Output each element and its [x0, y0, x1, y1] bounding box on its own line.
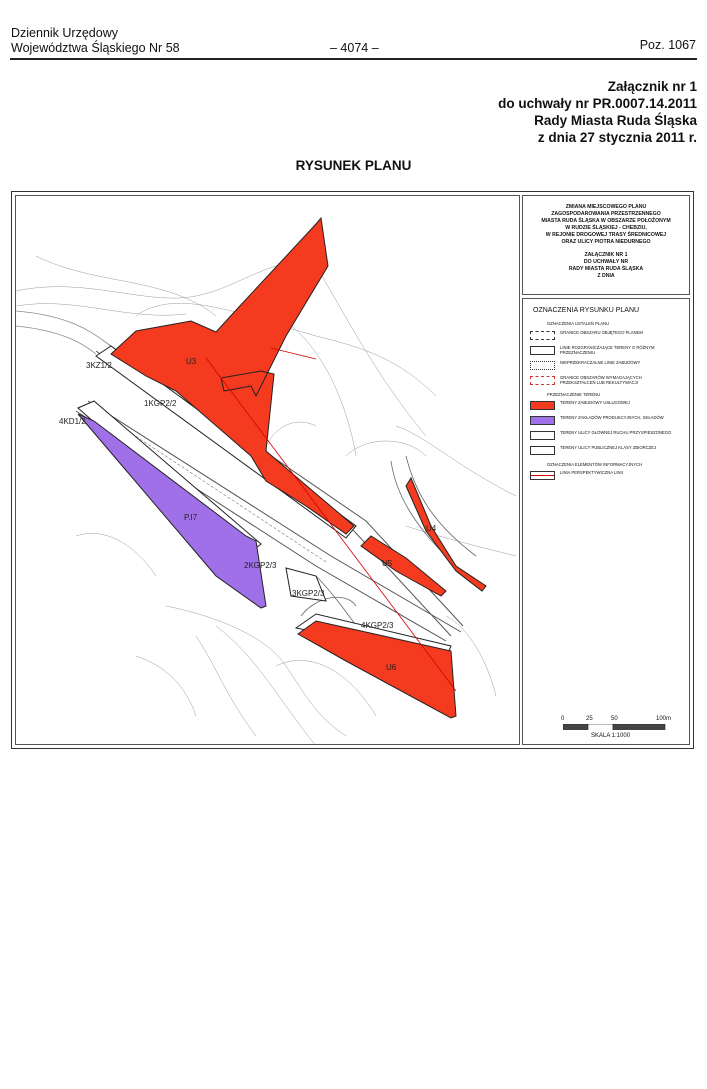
- annex-line-3: Rady Miasta Ruda Śląska: [534, 113, 697, 128]
- zone-u4: [405, 476, 487, 592]
- label-3kz1-2: 3KZ1/2: [86, 361, 112, 370]
- legend-item: GRANICE OBSZARÓW WYMAGAJĄCYCH PRZEKSZTAŁ…: [530, 375, 680, 387]
- page-number: – 4074 –: [330, 41, 379, 55]
- plan-title-line-6: ORAZ ULICY PIOTRA NIEDURNEGO: [561, 239, 651, 245]
- plan-title-line-2: ZAGOSPODAROWANIA PRZESTRZENNEGO: [551, 211, 661, 217]
- annex-block: Załącznik nr 1 do uchwały nr PR.0007.14.…: [498, 78, 697, 146]
- background-linework: [16, 255, 517, 744]
- label-4kgp2-3: 4KGP2/3: [361, 621, 394, 630]
- perspective-line-2: [270, 347, 317, 360]
- plan-side-panel: ZMIANA MIEJSCOWEGO PLANU ZAGOSPODAROWANI…: [522, 195, 690, 745]
- plan-title-line-4: W RUDZIE ŚLĄSKIEJ - CHEBZIU,: [565, 225, 647, 231]
- legend-label: LINIA PERSPEKTYWICZNA LINII: [560, 470, 623, 475]
- label-u4: U4: [426, 524, 437, 533]
- legend-label: LINIE ROZGRANICZAJĄCE TERENY O RÓŻNYM PR…: [560, 345, 655, 355]
- plan-title-line-5: W REJONIE DROGOWEJ TRASY ŚREDNICOWEJ: [545, 232, 667, 238]
- document-title: RYSUNEK PLANU: [295, 158, 412, 173]
- legend-title: OZNACZENIA RYSUNKU PLANU: [533, 307, 640, 314]
- perspective-line: [205, 357, 457, 692]
- legend-label: GRANICE OBSZARU OBJĘTEGO PLANEM: [560, 330, 643, 335]
- label-u5: U5: [382, 559, 393, 568]
- publication-line-1: Dziennik Urzędowy: [11, 26, 118, 40]
- legend-item: TERENY ULICY PUBLICZNEJ KLASY ZBIORCZEJ: [530, 445, 680, 457]
- legend-swatch-service: [530, 401, 555, 410]
- legend-label: TERENY ULICY PUBLICZNEJ KLASY ZBIORCZEJ: [560, 445, 657, 450]
- plan-drawing: U3 3KZ1/2 1KGP2/2 4KD1/2 P.I7 2KGP2/3 3K…: [11, 191, 694, 749]
- plan-map-svg: U3 3KZ1/2 1KGP2/2 4KD1/2 P.I7 2KGP2/3 3K…: [16, 216, 517, 744]
- legend-item: TERENY ZABUDOWY USŁUGOWEJ: [530, 400, 680, 412]
- legend-swatch-perspective-line: [530, 471, 555, 480]
- legend-swatch-industrial: [530, 416, 555, 425]
- legend-item: NIEPRZEKRACZALNE LINIE ZABUDOWY: [530, 360, 680, 372]
- legend-item: TERENY ULICY GŁÓWNEJ RUCHU PRZYSPIESZONE…: [530, 430, 680, 442]
- annex-line-2: do uchwały nr PR.0007.14.2011: [498, 96, 697, 111]
- legend-swatch-dividing-line: [530, 346, 555, 355]
- legend-item: GRANICE OBSZARU OBJĘTEGO PLANEM: [530, 330, 680, 342]
- plan-title-line-3: MIASTA RUDA ŚLĄSKA W OBSZARZE POŁOŻONYM: [541, 218, 671, 224]
- legend-item: LINIA PERSPEKTYWICZNA LINII: [530, 470, 680, 482]
- service-zones: [110, 216, 487, 719]
- label-p17: P.I7: [184, 513, 198, 522]
- zone-u5: [360, 535, 447, 597]
- legend-info-heading: OZNACZENIA ELEMENTÓW INFORMACYJNYCH: [547, 462, 643, 467]
- publication-name: Dziennik Urzędowy Województwa Śląskiego …: [11, 26, 180, 56]
- zone-u3: [110, 216, 355, 535]
- position-number: Poz. 1067: [639, 38, 696, 52]
- label-2kgp2-3: 2KGP2/3: [244, 561, 277, 570]
- scale-bar: 0 25 50 100m SKALA 1:1000: [561, 716, 671, 742]
- legend-binding-heading: OZNACZENIA USTALEŃ PLANU: [547, 321, 610, 326]
- legend: OZNACZENIA RYSUNKU PLANU OZNACZENIA USTA…: [522, 298, 690, 745]
- plan-annex-line-1: ZAŁĄCZNIK NR 1: [584, 252, 628, 258]
- scale-tick: 100m: [656, 716, 672, 722]
- legend-label: TERENY ZAKŁADÓW PRODUKCYJNYCH, SKŁADÓW: [560, 415, 664, 420]
- scale-caption: SKALA 1:1000: [591, 733, 631, 739]
- legend-label: GRANICE OBSZARÓW WYMAGAJĄCYCH PRZEKSZTAŁ…: [560, 375, 642, 385]
- industrial-zone: [77, 413, 267, 609]
- legend-label: TERENY ZABUDOWY USŁUGOWEJ: [560, 400, 630, 405]
- publication-line-2: Województwa Śląskiego Nr 58: [11, 41, 180, 55]
- plan-annex-line-3: RADY MIASTA RUDA ŚLĄSKA: [568, 266, 644, 272]
- label-u6: U6: [386, 663, 397, 672]
- legend-item: LINIE ROZGRANICZAJĄCE TERENY O RÓŻNYM PR…: [530, 345, 680, 357]
- zone-u6: [297, 620, 457, 719]
- annex-line-1: Załącznik nr 1: [607, 79, 697, 94]
- annex-line-4: z dnia 27 stycznia 2011 r.: [537, 130, 697, 145]
- plan-annex-line-2: DO UCHWAŁY NR: [583, 259, 629, 265]
- plan-title-line-1: ZMIANA MIEJSCOWEGO PLANU: [565, 204, 647, 210]
- scale-graphic: [563, 724, 666, 730]
- scale-tick: 50: [611, 716, 618, 722]
- legend-swatch-collector-road: [530, 446, 555, 455]
- legend-swatch-boundary: [530, 331, 555, 340]
- label-4kd1-2: 4KD1/2: [59, 417, 86, 426]
- label-u3: U3: [186, 357, 197, 366]
- zone-p17: [77, 413, 267, 609]
- plan-title-box: ZMIANA MIEJSCOWEGO PLANU ZAGOSPODAROWANI…: [522, 195, 690, 295]
- scale-tick: 25: [586, 716, 593, 722]
- legend-purpose-heading: PRZEZNACZENIE TERENU: [547, 392, 601, 397]
- label-1kgp2-2: 1KGP2/2: [144, 399, 177, 408]
- header-divider: [10, 58, 697, 60]
- plan-map: U3 3KZ1/2 1KGP2/2 4KD1/2 P.I7 2KGP2/3 3K…: [15, 195, 520, 745]
- legend-label: NIEPRZEKRACZALNE LINIE ZABUDOWY: [560, 360, 641, 365]
- legend-label: TERENY ULICY GŁÓWNEJ RUCHU PRZYSPIESZONE…: [560, 430, 672, 435]
- legend-item: TERENY ZAKŁADÓW PRODUKCYJNYCH, SKŁADÓW: [530, 415, 680, 427]
- legend-swatch-main-road: [530, 431, 555, 440]
- scale-tick: 0: [561, 716, 565, 722]
- legend-swatch-building-line: [530, 361, 555, 370]
- plan-annex-line-4: Z DNIA: [597, 273, 615, 279]
- label-3kgp2-3: 3KGP2/3: [292, 589, 325, 598]
- legend-swatch-reclamation: [530, 376, 555, 385]
